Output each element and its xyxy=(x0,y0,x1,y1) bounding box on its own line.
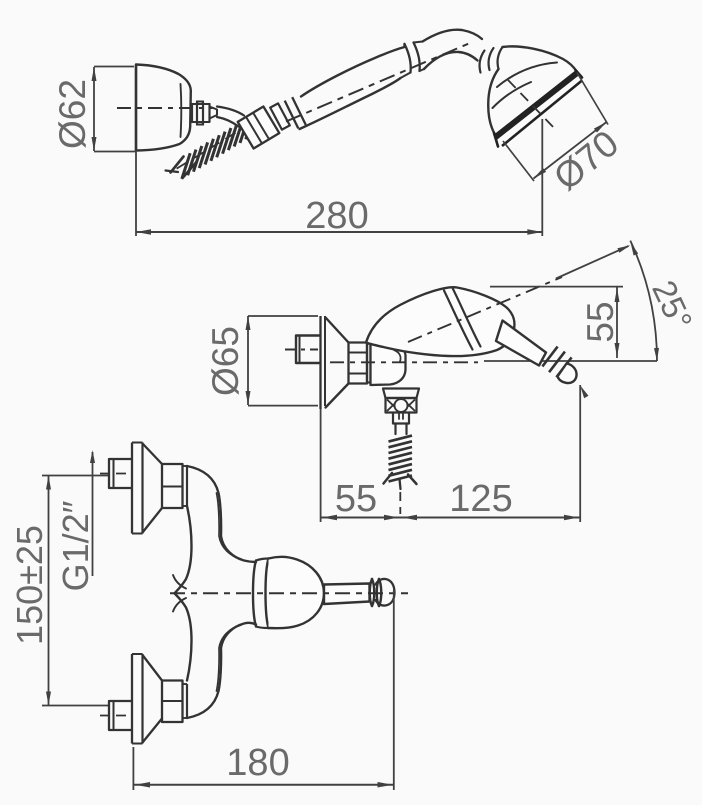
svg-text:55: 55 xyxy=(580,301,621,342)
svg-text:180: 180 xyxy=(226,742,289,784)
svg-text:G1/2″: G1/2″ xyxy=(55,500,96,591)
svg-text:280: 280 xyxy=(305,195,368,237)
svg-text:55: 55 xyxy=(335,478,377,520)
svg-text:150±25: 150±25 xyxy=(9,525,50,645)
svg-text:Ø62: Ø62 xyxy=(52,79,93,149)
svg-text:125: 125 xyxy=(449,478,512,520)
svg-text:Ø65: Ø65 xyxy=(205,326,246,396)
